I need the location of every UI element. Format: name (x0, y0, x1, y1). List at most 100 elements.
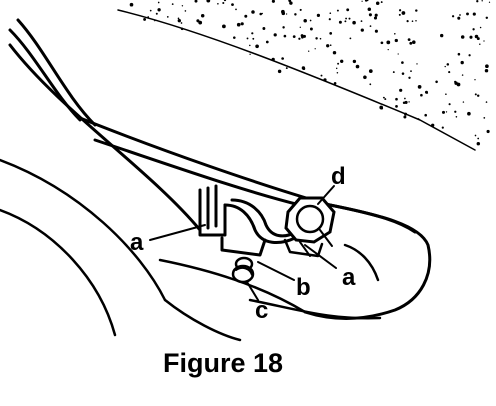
speckle (476, 141, 481, 146)
speckle (223, 0, 227, 2)
speckle (369, 25, 372, 27)
speckle (486, 129, 490, 134)
speckle (166, 16, 169, 18)
speckle (477, 137, 480, 140)
speckle (303, 34, 306, 38)
speckle (303, 18, 307, 23)
speckle (328, 18, 331, 21)
speckle (271, 0, 275, 3)
speckle (171, 3, 174, 5)
speckle (259, 12, 262, 16)
speckle (255, 44, 259, 49)
speckle (320, 74, 323, 77)
speckle (451, 15, 455, 18)
speckle (349, 37, 352, 40)
speckle (454, 110, 457, 113)
speckle (446, 63, 450, 66)
speckle (180, 27, 184, 31)
callout-a-left: a (130, 229, 144, 256)
speckle (355, 64, 360, 69)
speckle (406, 20, 409, 23)
speckle (408, 76, 411, 79)
seat-trim (78, 116, 432, 320)
speckle (374, 13, 378, 17)
speckle (448, 71, 451, 74)
speckle (340, 59, 344, 63)
callout-d: d (331, 163, 346, 190)
speckle (367, 7, 372, 12)
speckle (455, 116, 458, 118)
speckle (308, 50, 310, 52)
speckle (299, 8, 302, 11)
speckle (244, 14, 248, 18)
speckle (285, 13, 288, 15)
speckle (200, 13, 205, 18)
speckle (217, 3, 219, 5)
speckle (379, 105, 384, 110)
speckle (384, 98, 387, 101)
speckle (408, 101, 410, 103)
speckle (417, 85, 422, 89)
speckle (476, 94, 480, 97)
speckle (157, 8, 161, 12)
speckle (424, 113, 427, 117)
speckle (472, 28, 475, 31)
leader-c (246, 281, 259, 301)
speckle (364, 0, 368, 2)
speckle (404, 112, 408, 116)
speckle (404, 97, 406, 100)
speckle (251, 32, 254, 35)
speckle (445, 111, 448, 113)
speckle (233, 36, 236, 39)
speckle (468, 54, 471, 57)
speckle (157, 1, 160, 4)
speckle (265, 40, 269, 44)
speckle (454, 81, 458, 85)
speckle (474, 93, 477, 96)
speckle (333, 81, 337, 85)
speckle (335, 67, 338, 70)
speckle (360, 28, 364, 32)
speckle (184, 10, 187, 12)
speckle (292, 35, 296, 38)
speckle (177, 17, 180, 20)
speckle (395, 97, 398, 101)
speckle (416, 63, 418, 65)
speckle (440, 33, 444, 38)
speckle (479, 26, 482, 29)
speckle (459, 14, 461, 16)
speckle (395, 105, 398, 108)
speckle (302, 67, 306, 71)
speckle (382, 96, 385, 99)
speckle (294, 13, 297, 16)
speckle (481, 0, 483, 2)
leader-lines (149, 185, 337, 301)
speckle (222, 24, 226, 29)
speckle (387, 48, 389, 51)
speckle (401, 61, 404, 64)
speckle (373, 16, 378, 20)
leader-a-left (149, 224, 206, 241)
speckle (479, 43, 481, 46)
speckle (198, 20, 203, 25)
speckle (249, 53, 251, 55)
speckle (147, 16, 150, 18)
speckle (316, 13, 321, 18)
speckle (462, 101, 465, 103)
bolt-d (284, 196, 336, 257)
speckle (467, 111, 471, 116)
speckle (394, 33, 396, 35)
speckle (460, 35, 465, 39)
speckle (441, 110, 446, 114)
speckle (488, 1, 491, 3)
speckle (386, 40, 391, 45)
speckle (399, 88, 403, 92)
speckle (299, 26, 301, 28)
speckle (402, 101, 406, 105)
speckle (155, 12, 158, 15)
callout-b: b (296, 274, 311, 301)
speckle (397, 53, 399, 55)
speckle (236, 22, 241, 27)
speckle (374, 29, 378, 33)
